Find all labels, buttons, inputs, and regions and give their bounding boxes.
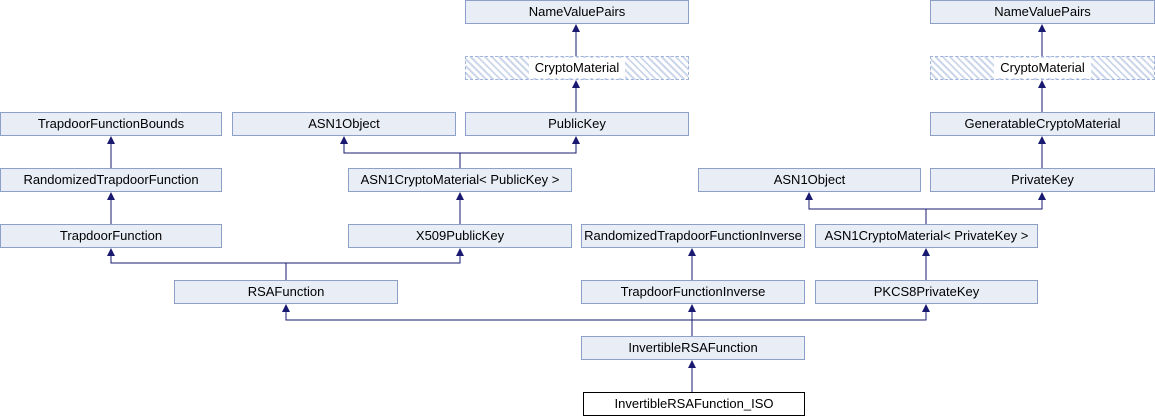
edge-rsafunction-to-trapdoorfunction-and-x509publickey <box>107 248 464 280</box>
edge-invertiblersafunction-to-rsafunction-trapdoorfunctioninverse-pkcs8privatekey <box>282 304 930 336</box>
edge-generatablecryptomaterial-to-cryptomaterial-right <box>1038 80 1046 112</box>
class-node-namevaluepairs-right[interactable]: NameValuePairs <box>930 0 1155 24</box>
edge-invertiblersafunction-iso-to-invertiblersafunction <box>688 360 696 392</box>
edge-x509publickey-to-asn1cryptomaterial-publickey <box>456 192 464 224</box>
class-node-rsafunction[interactable]: RSAFunction <box>174 280 398 304</box>
class-node-label: TrapdoorFunction <box>59 228 163 243</box>
edge-asn1cryptomaterial-publickey-to-asn1object-and-publickey <box>340 136 580 168</box>
class-node-cryptomaterial-left: CryptoMaterial <box>465 56 689 80</box>
class-node-label: TrapdoorFunctionInverse <box>620 284 766 299</box>
class-node-label: TrapdoorFunctionBounds <box>37 116 185 131</box>
class-node-label: GeneratableCryptoMaterial <box>964 116 1121 131</box>
class-node-label: ASN1CryptoMaterial< PrivateKey > <box>824 228 1029 243</box>
edge-cryptomaterial-left-to-namevaluepairs-left <box>572 24 580 56</box>
edge-trapdoorfunction-to-randomizedtrapdoorfunction <box>107 192 115 224</box>
class-node-label: InvertibleRSAFunction <box>628 340 758 355</box>
class-node-cryptomaterial-right: CryptoMaterial <box>930 56 1155 80</box>
class-node-pkcs8privatekey[interactable]: PKCS8PrivateKey <box>815 280 1038 304</box>
class-node-trapdoorfunctioninverse[interactable]: TrapdoorFunctionInverse <box>581 280 805 304</box>
class-node-asn1object-right[interactable]: ASN1Object <box>698 168 921 192</box>
class-node-label: NameValuePairs <box>994 4 1091 19</box>
class-node-randomizedtrapdoorfunctioninverse[interactable]: RandomizedTrapdoorFunctionInverse <box>581 224 805 248</box>
class-node-asn1cryptomaterial-publickey[interactable]: ASN1CryptoMaterial< PublicKey > <box>348 168 572 192</box>
edge-cryptomaterial-right-to-namevaluepairs-right <box>1038 24 1046 56</box>
edge-pkcs8privatekey-to-asn1cryptomaterial-privatekey <box>922 248 930 280</box>
class-node-publickey[interactable]: PublicKey <box>465 112 689 136</box>
class-node-invertiblersafunction-iso-main: InvertibleRSAFunction_ISO <box>583 392 805 416</box>
class-node-label: RSAFunction <box>247 284 325 299</box>
class-node-label: PublicKey <box>548 116 606 131</box>
class-node-generatablecryptomaterial[interactable]: GeneratableCryptoMaterial <box>930 112 1155 136</box>
class-node-label: NameValuePairs <box>528 4 626 19</box>
edge-privatekey-to-generatablecryptomaterial <box>1038 136 1046 168</box>
class-node-label: CryptoMaterial <box>994 58 1091 78</box>
class-node-trapdoorfunctionbounds[interactable]: TrapdoorFunctionBounds <box>0 112 222 136</box>
class-node-invertiblersafunction[interactable]: InvertibleRSAFunction <box>581 336 805 360</box>
class-node-label: RandomizedTrapdoorFunction <box>23 172 199 187</box>
class-node-label: PKCS8PrivateKey <box>873 284 980 299</box>
class-node-privatekey[interactable]: PrivateKey <box>930 168 1155 192</box>
class-node-trapdoorfunction[interactable]: TrapdoorFunction <box>0 224 222 248</box>
edge-trapdoorfunctioninverse-to-randomizedtrapdoorfunctioninverse <box>688 248 696 280</box>
class-node-x509publickey[interactable]: X509PublicKey <box>348 224 572 248</box>
class-node-label: ASN1Object <box>308 116 380 131</box>
edge-asn1cryptomaterial-privatekey-to-asn1object-and-privatekey <box>805 192 1046 224</box>
class-node-label: InvertibleRSAFunction_ISO <box>614 396 774 411</box>
class-node-label: PrivateKey <box>1011 172 1074 187</box>
class-node-label: X509PublicKey <box>415 228 505 243</box>
class-node-asn1object-left[interactable]: ASN1Object <box>232 112 456 136</box>
class-node-randomizedtrapdoorfunction[interactable]: RandomizedTrapdoorFunction <box>0 168 222 192</box>
class-node-label: ASN1Object <box>773 172 846 187</box>
class-node-asn1cryptomaterial-privatekey[interactable]: ASN1CryptoMaterial< PrivateKey > <box>815 224 1038 248</box>
edge-publickey-to-cryptomaterial-left <box>572 80 580 112</box>
class-node-label: CryptoMaterial <box>528 58 626 78</box>
class-node-label: RandomizedTrapdoorFunctionInverse <box>584 228 802 243</box>
class-node-namevaluepairs-left[interactable]: NameValuePairs <box>465 0 689 24</box>
class-node-label: ASN1CryptoMaterial< PublicKey > <box>360 172 560 187</box>
edge-randomizedtrapdoorfunction-to-trapdoorfunctionbounds <box>107 136 115 168</box>
